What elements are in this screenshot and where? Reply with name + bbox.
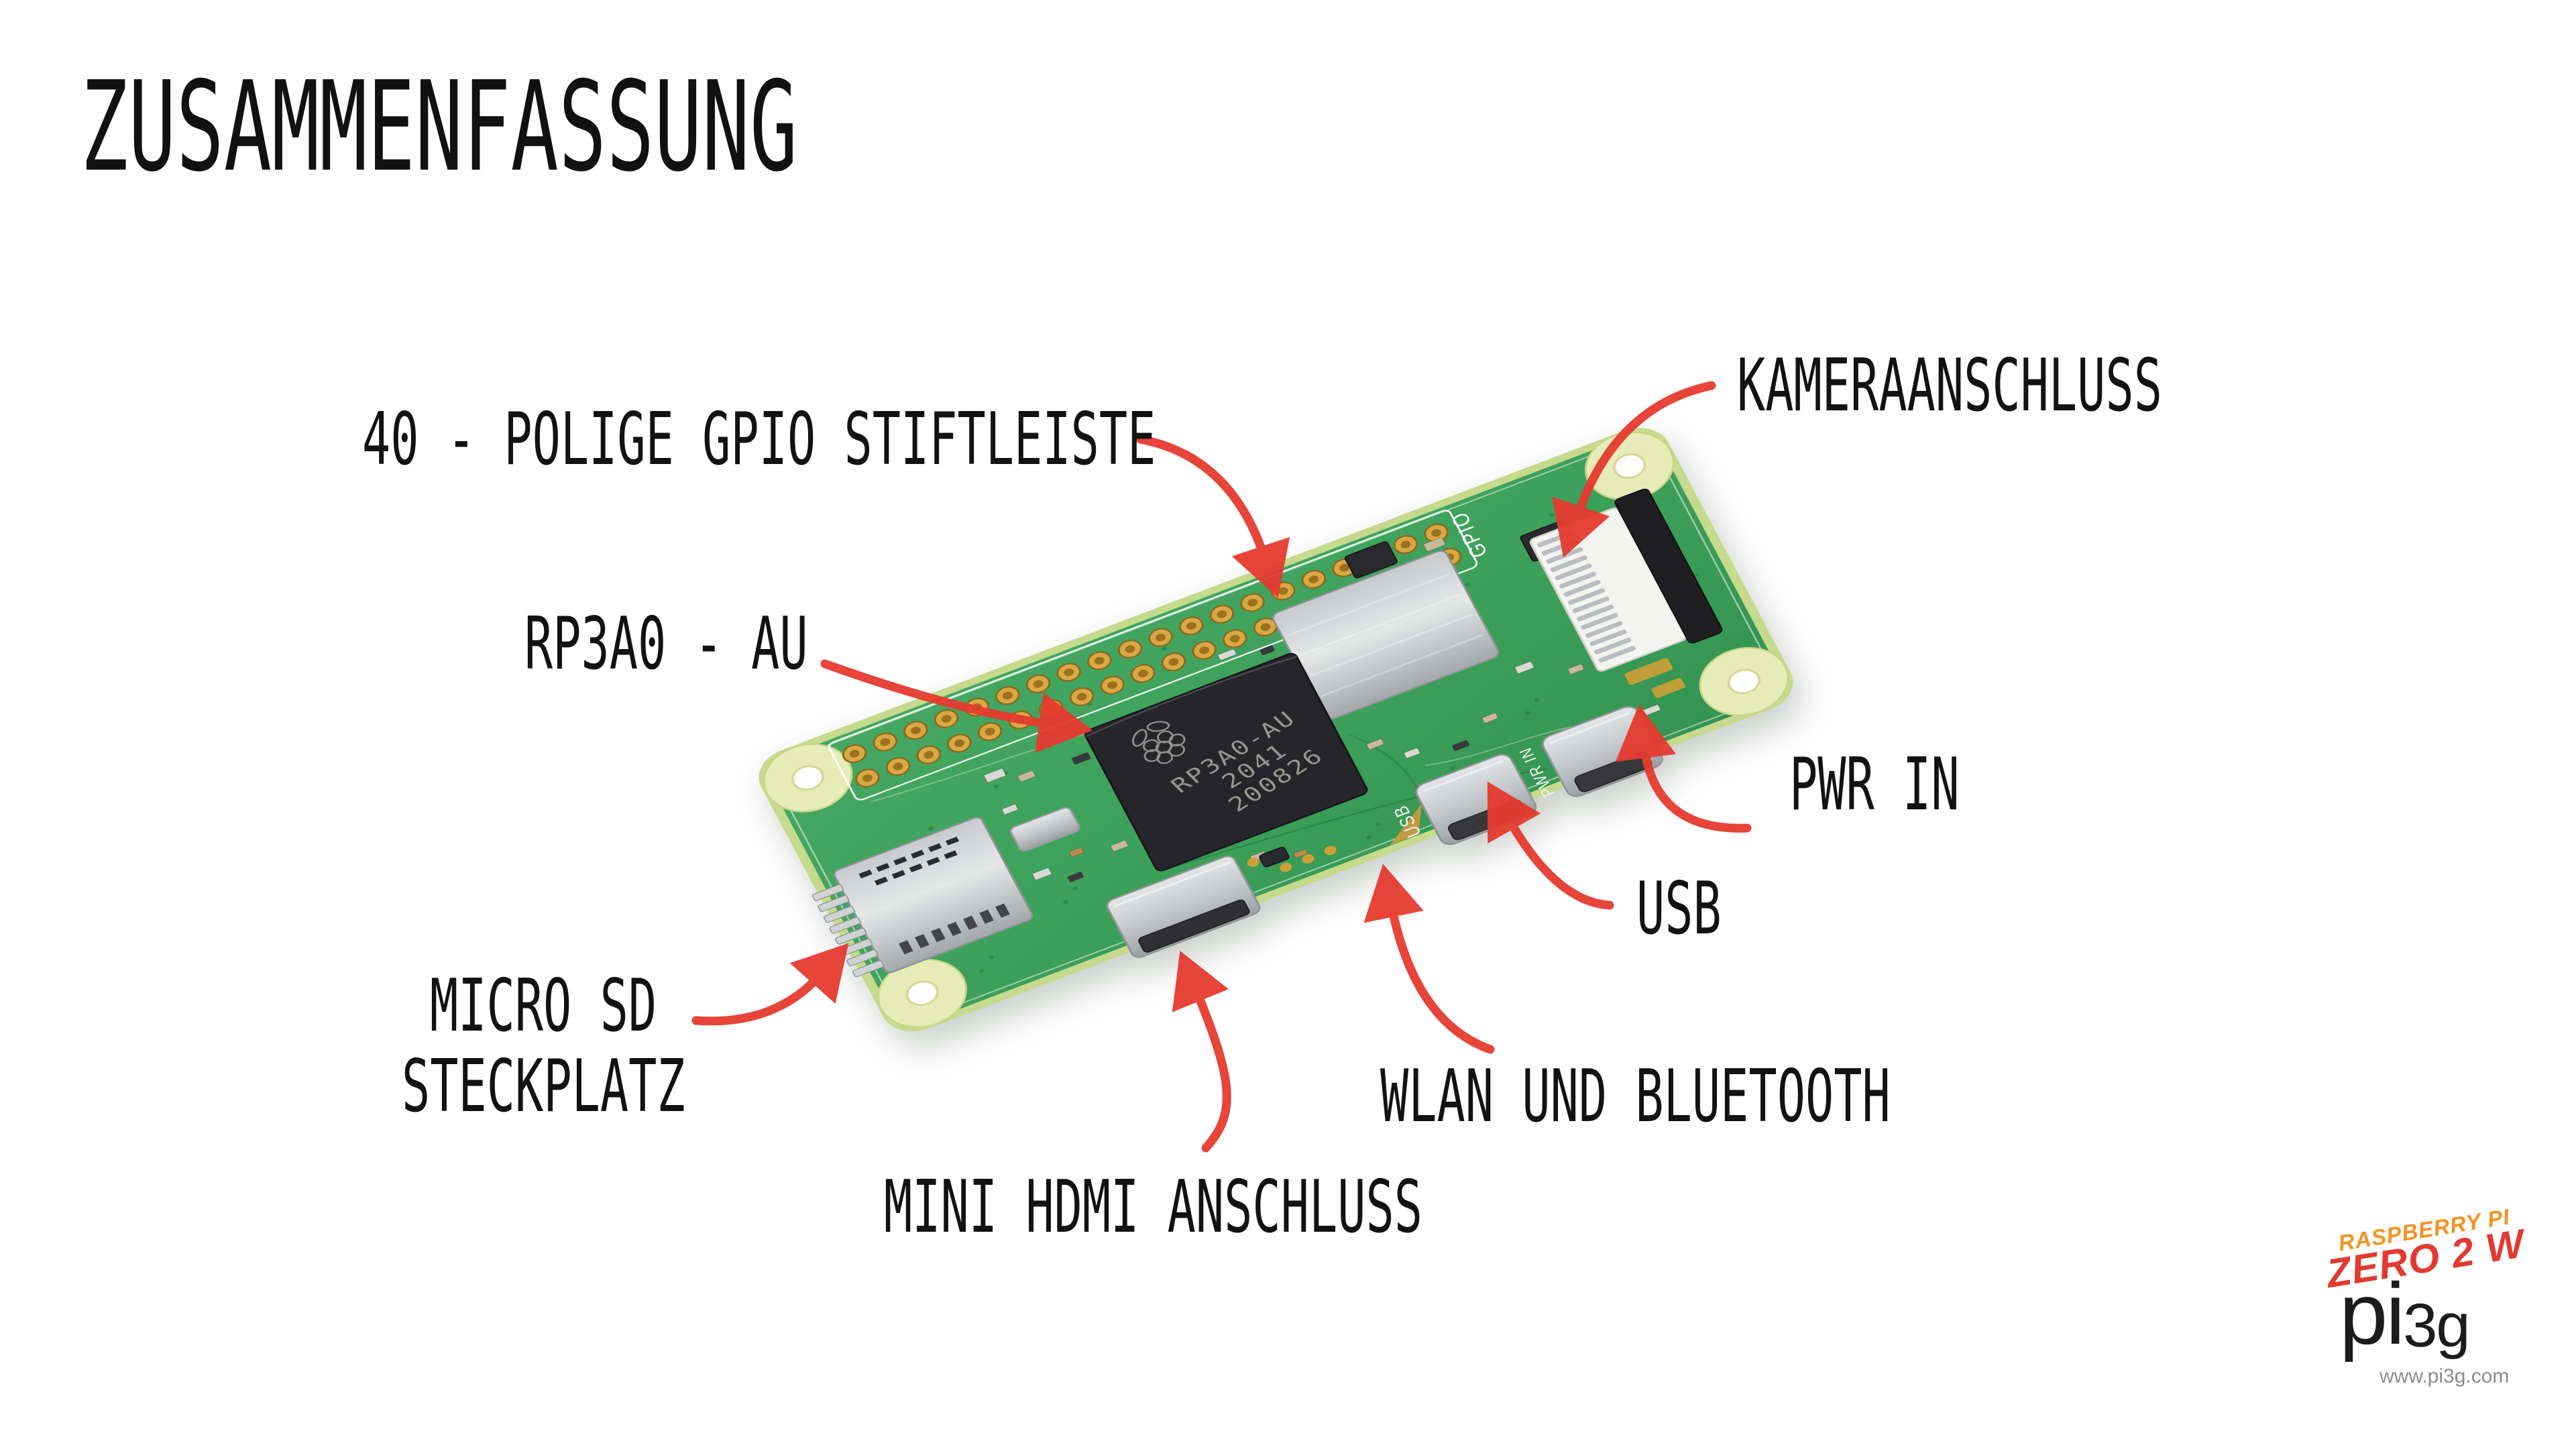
arrow-pwr: [1615, 704, 1752, 833]
microsd-details: [858, 836, 1010, 955]
microsd-slot: [811, 817, 1033, 978]
arrow-usb: [1487, 781, 1614, 910]
arrow-soc: [820, 659, 1093, 753]
label-usb: USB: [1636, 867, 1722, 951]
arrow-microsd: [691, 943, 849, 1026]
microsd-card-contacts: [811, 884, 885, 978]
pcb-group: GPIO RP3A0-AU: [759, 428, 1793, 1032]
mounting-holes: [763, 431, 1789, 1028]
page-title: ZUSAMMENFASSUNG: [80, 54, 798, 199]
label-camera: KAMERAANSCHLUSS: [1737, 344, 2162, 428]
arrow-gpio: [1135, 434, 1290, 598]
label-wlan-bluetooth: WLAN UND BLUETOOTH: [1380, 1055, 1891, 1139]
logo-wordmark-pi: pi: [2339, 1265, 2405, 1363]
label-mini-hdmi: MINI HDMI ANSCHLUSS: [884, 1165, 1423, 1249]
pi3g-logo: RASPBERRY PI ZERO 2 W pi3g www.pi3g.com: [2300, 1204, 2569, 1440]
label-soc: RP3A0 - AU: [524, 602, 808, 686]
arrow-wlan: [1363, 864, 1495, 1054]
label-microsd-line1: MICRO SD: [430, 964, 657, 1048]
logo-wordmark-3g: 3g: [2403, 1291, 2470, 1360]
arrow-camera: [1551, 381, 1716, 558]
logo-url: www.pi3g.com: [2379, 1365, 2510, 1387]
pcb-silkscreen-outline: [775, 441, 1777, 1019]
crystal-oscillator: [1009, 807, 1080, 852]
arrow-hdmi: [1172, 950, 1231, 1153]
mini-hdmi-port: [1106, 856, 1261, 958]
label-microsd-line2: STECKPLATZ: [402, 1045, 685, 1128]
label-power-in: PWR IN: [1789, 743, 1960, 827]
label-gpio-header: 40 - POLIGE GPIO STIFTLEISTE: [362, 398, 1156, 481]
logo-wordmark: pi3g: [2339, 1270, 2471, 1360]
soc-chip: RP3A0-AU 2041 200826: [1084, 652, 1368, 872]
gpio-silkscreen-box: [828, 510, 1478, 801]
raspberry-logo-icon: [1131, 721, 1186, 764]
